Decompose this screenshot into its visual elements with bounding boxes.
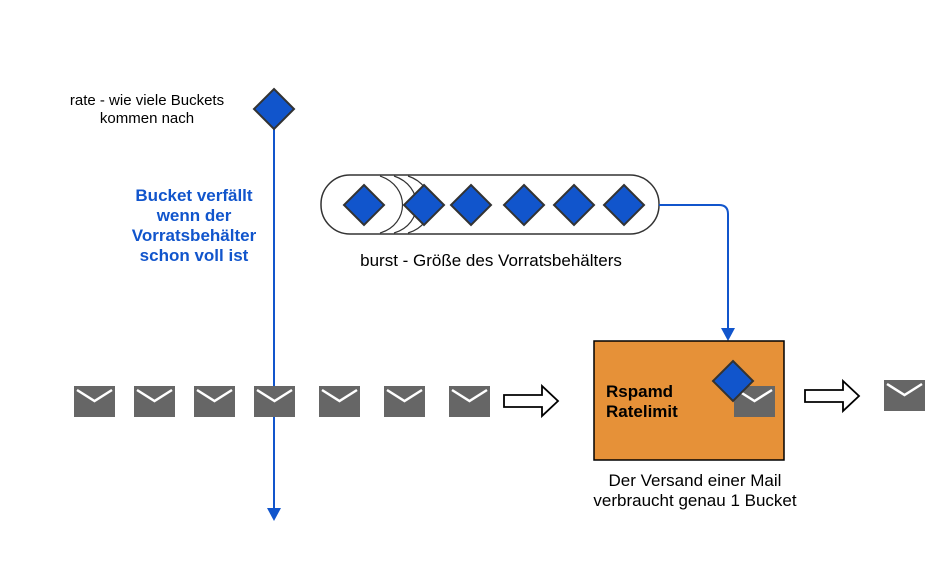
rate-label-line2: kommen nach bbox=[100, 110, 194, 127]
queued-mail-icon bbox=[317, 384, 362, 419]
incoming-token-icon bbox=[253, 88, 295, 130]
rate-label-line1: rate - wie viele Buckets bbox=[70, 92, 224, 109]
queued-mail-icon bbox=[382, 384, 427, 419]
queued-mail-icon bbox=[72, 384, 117, 419]
overflow-label-line1: Bucket verfällt bbox=[135, 186, 252, 205]
bucket-stack-arc-1 bbox=[379, 175, 403, 234]
queued-mail-icon bbox=[447, 384, 492, 419]
overflow-label-line4: schon voll ist bbox=[140, 246, 249, 265]
consume-label-line1: Der Versand einer Mail bbox=[609, 471, 782, 490]
overflow-label-line2: wenn der bbox=[156, 206, 232, 225]
hollow-right-arrow-icon bbox=[503, 383, 560, 419]
queued-mail-icon bbox=[192, 384, 237, 419]
rate-flow-arrowhead bbox=[267, 508, 281, 521]
overflow-label-line3: Vorratsbehälter bbox=[132, 226, 257, 245]
queued-mail-icon bbox=[252, 384, 297, 419]
sent-mail-icon bbox=[882, 378, 927, 413]
hollow-right-arrow-icon bbox=[804, 378, 861, 414]
bucket-to-ratelimit-arrowhead bbox=[721, 328, 735, 341]
queued-mail-icon bbox=[132, 384, 177, 419]
consume-label-line2: verbraucht genau 1 Bucket bbox=[593, 491, 796, 510]
bucket-to-ratelimit-connector bbox=[659, 204, 729, 328]
burst-label: burst - Größe des Vorratsbehälters bbox=[360, 251, 622, 270]
ratelimit-label-line2: Ratelimit bbox=[606, 402, 678, 421]
ratelimit-label-line1: Rspamd bbox=[606, 382, 673, 401]
